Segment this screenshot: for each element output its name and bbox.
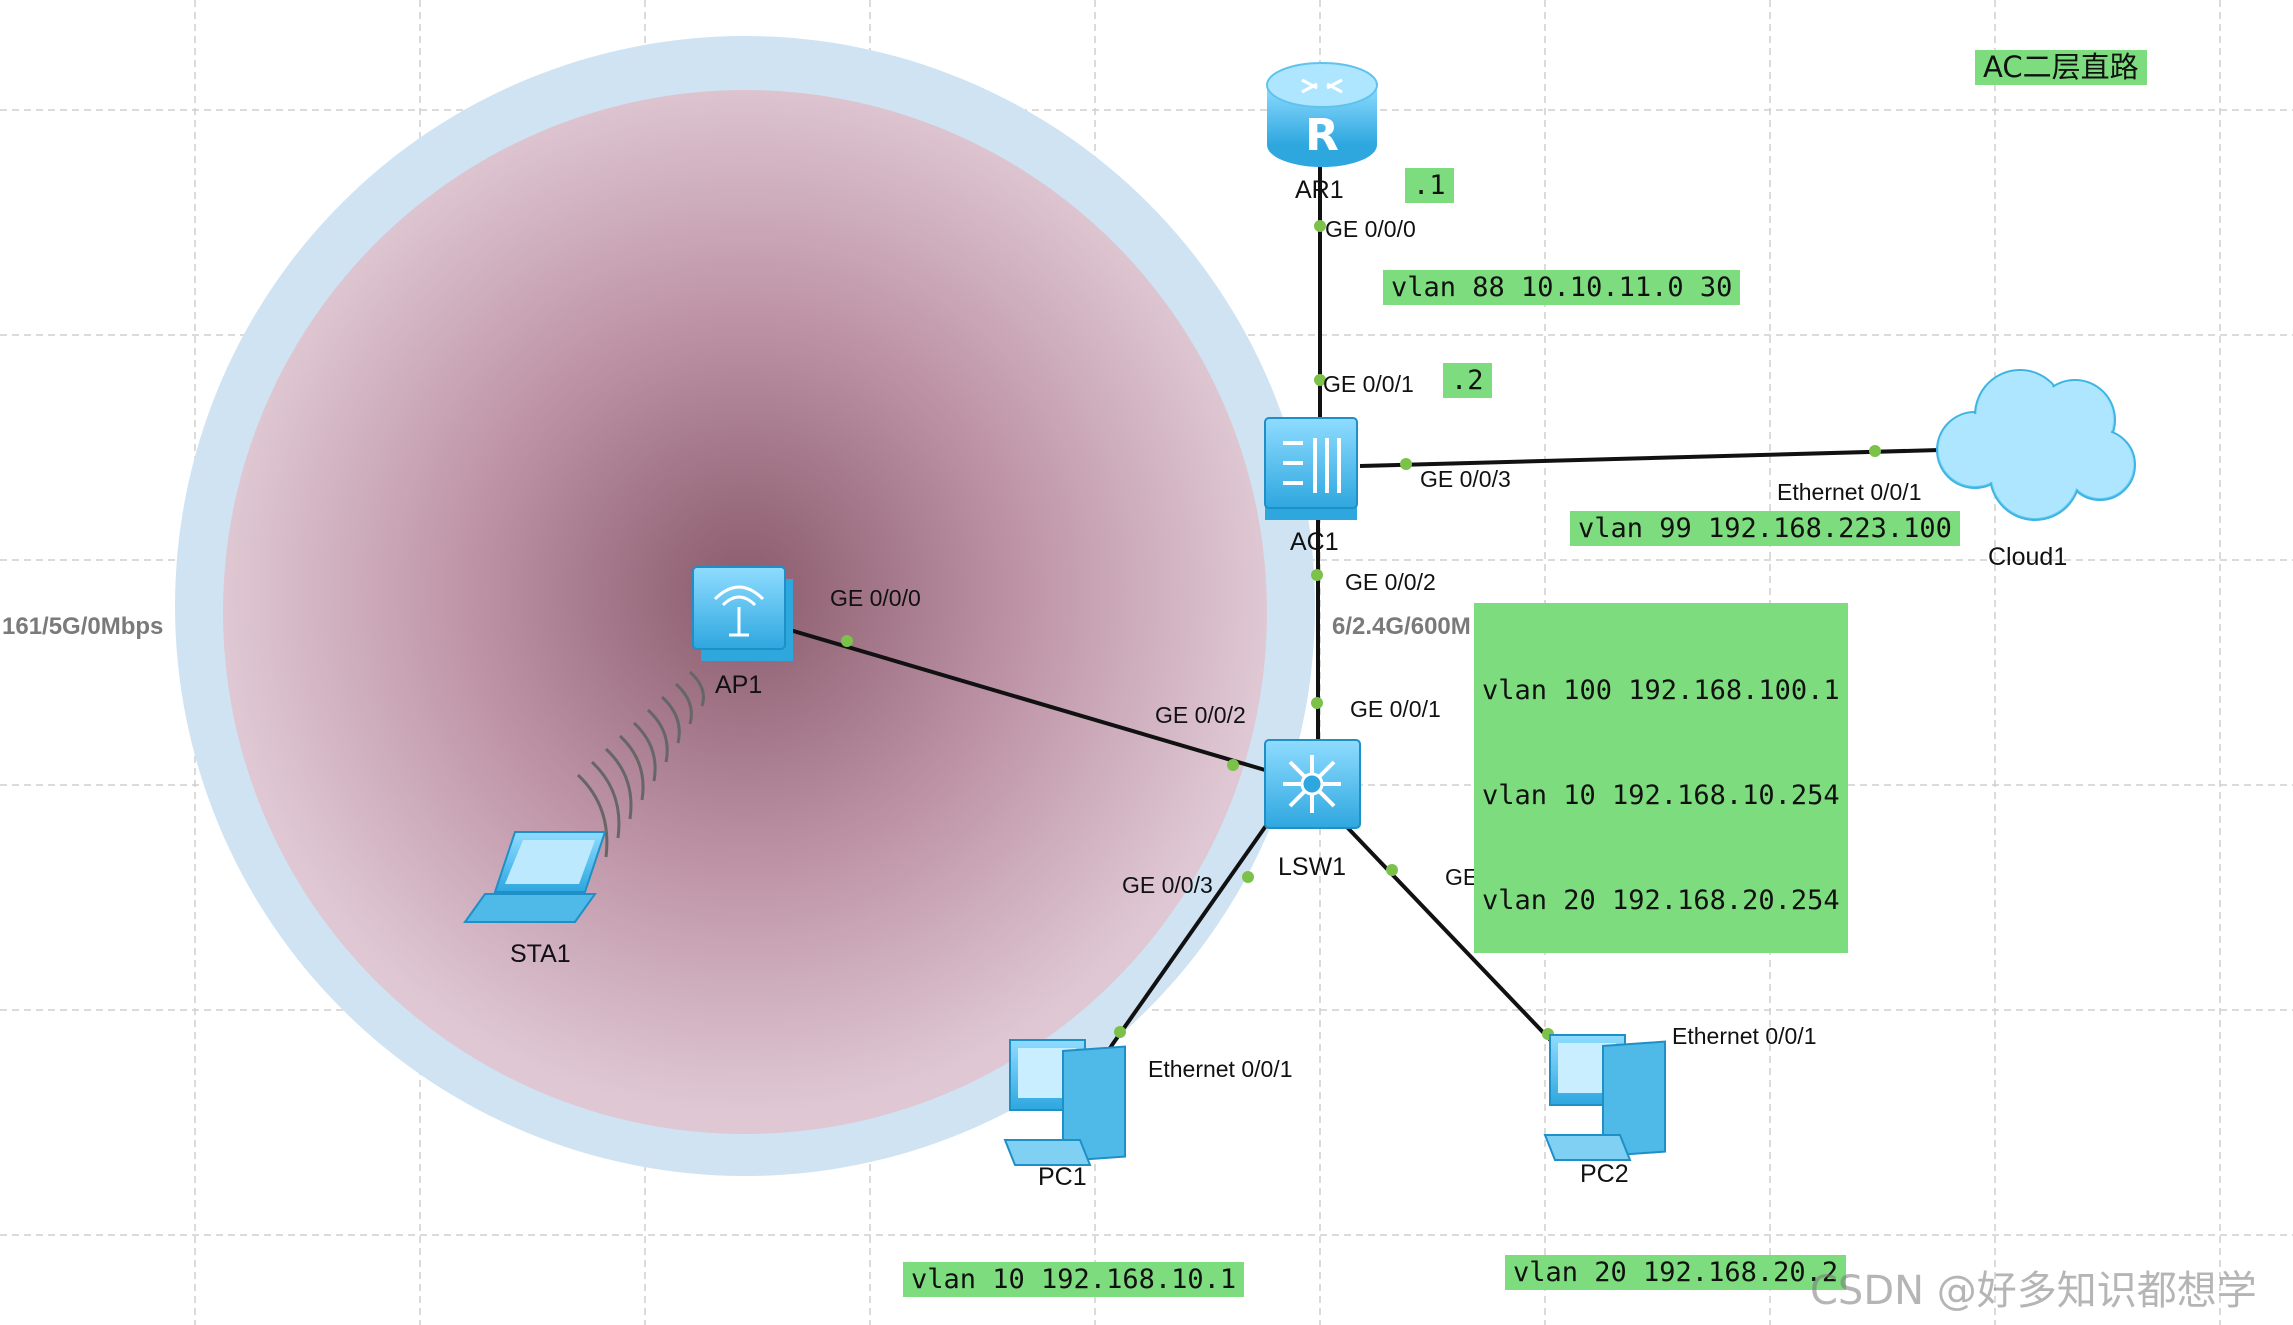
link-ap1-lsw1 bbox=[789, 628, 1266, 772]
port-label-pc2-eth: Ethernet 0/0/1 bbox=[1672, 1023, 1817, 1049]
ac-controller-icon[interactable] bbox=[1264, 417, 1358, 520]
device-label-ap1: AP1 bbox=[715, 671, 762, 699]
pc-icon[interactable] bbox=[1003, 1039, 1126, 1166]
ac-vlan-line: vlan 100 192.168.100.1 bbox=[1482, 675, 1840, 706]
router-icon[interactable]: R bbox=[1266, 62, 1378, 167]
wireless-info-2g: 6/2.4G/600M bbox=[1332, 613, 1471, 640]
port-dots bbox=[841, 220, 1881, 1040]
wireless-signal-waves bbox=[576, 670, 705, 858]
svg-text:R: R bbox=[1305, 110, 1339, 161]
switch-icon[interactable] bbox=[1264, 739, 1361, 829]
link-lsw1-pc2 bbox=[1343, 823, 1562, 1052]
vlan88-note: vlan 88 10.10.11.0 30 bbox=[1383, 270, 1741, 305]
device-label-pc1: PC1 bbox=[1038, 1163, 1087, 1191]
ac-vlan-line: vlan 20 192.168.20.254 bbox=[1482, 885, 1840, 916]
link-lsw1-pc1 bbox=[1103, 818, 1272, 1057]
port-label-lsw1-g1: GE 0/0/1 bbox=[1350, 696, 1441, 722]
port-label-lsw1-g2: GE 0/0/2 bbox=[1155, 702, 1246, 728]
ac1-ip-note: .2 bbox=[1443, 363, 1492, 398]
ac-vlans-note: vlan 100 192.168.100.1 vlan 10 192.168.1… bbox=[1474, 603, 1848, 953]
device-label-ac1: AC1 bbox=[1290, 528, 1339, 556]
port-label-ac1-g2: GE 0/0/2 bbox=[1345, 569, 1436, 595]
device-label-ar1: AR1 bbox=[1295, 176, 1344, 204]
port-label-ac1-g1: GE 0/0/1 bbox=[1323, 371, 1414, 397]
cloud-icon[interactable] bbox=[1936, 369, 2136, 521]
ar1-ip-note: .1 bbox=[1405, 168, 1454, 203]
watermark: CSDN @好多知识都想学 bbox=[1810, 1268, 2257, 1314]
pc1-vlan-note: vlan 10 192.168.10.1 bbox=[903, 1262, 1245, 1297]
ac-vlan-line: vlan 10 192.168.10.254 bbox=[1482, 780, 1840, 811]
pc2-vlan-note: vlan 20 192.168.20.2 bbox=[1505, 1255, 1847, 1290]
pc-icon[interactable] bbox=[1543, 1034, 1666, 1161]
title-note: AC二层直路 bbox=[1975, 50, 2147, 85]
port-label-lsw1-g3: GE 0/0/3 bbox=[1122, 872, 1213, 898]
wireless-ap-icon[interactable] bbox=[692, 566, 793, 661]
port-label-cloud-eth: Ethernet 0/0/1 bbox=[1777, 479, 1922, 505]
device-label-pc2: PC2 bbox=[1580, 1160, 1629, 1188]
laptop-icon[interactable] bbox=[463, 831, 607, 923]
port-label-ar1-g0: GE 0/0/0 bbox=[1325, 216, 1416, 242]
wireless-info-5g: 161/5G/0Mbps bbox=[2, 613, 163, 640]
port-label-ap1-g0: GE 0/0/0 bbox=[830, 585, 921, 611]
device-label-lsw1: LSW1 bbox=[1278, 853, 1346, 881]
port-label-ac1-g3: GE 0/0/3 bbox=[1420, 466, 1511, 492]
link-ac1-cloud1 bbox=[1359, 448, 1941, 468]
port-label-pc1-eth: Ethernet 0/0/1 bbox=[1148, 1056, 1293, 1082]
vlan99-note: vlan 99 192.168.223.100 bbox=[1570, 511, 1960, 546]
device-label-sta1: STA1 bbox=[510, 940, 571, 968]
device-label-cloud1: Cloud1 bbox=[1988, 543, 2067, 571]
